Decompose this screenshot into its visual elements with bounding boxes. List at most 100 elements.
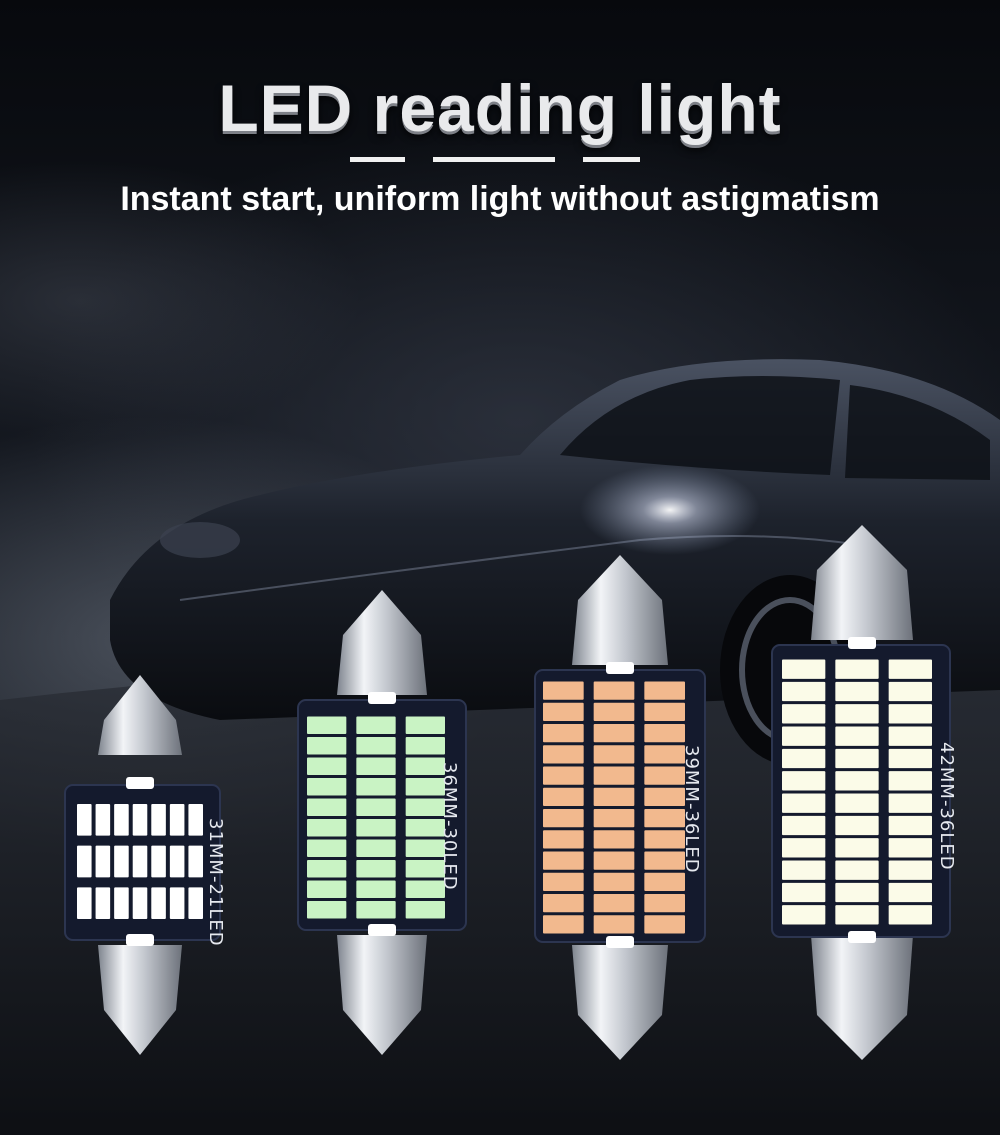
led-chip	[835, 704, 879, 724]
led-chip	[888, 704, 932, 724]
led-chip	[782, 815, 826, 836]
led-chip	[356, 798, 396, 816]
led-chip	[356, 737, 396, 755]
title-dash-left	[350, 157, 405, 162]
led-chip	[356, 839, 396, 857]
bulb-top-tab-39mm-36led	[606, 662, 634, 674]
led-chip	[356, 901, 396, 919]
led-chip	[782, 771, 826, 791]
led-chip	[593, 681, 635, 700]
led-chip	[835, 681, 879, 702]
led-chip	[593, 724, 635, 743]
led-chip	[543, 745, 584, 764]
bulb-label-36mm: 36MM-30LED	[439, 762, 460, 891]
led-chip	[543, 894, 584, 913]
led-chip	[835, 748, 879, 769]
led-chip	[835, 860, 879, 880]
headline-title: LED reading light	[218, 71, 782, 145]
led-chip	[593, 851, 635, 870]
bulb-bottom-tab-31mm-21led	[126, 934, 154, 946]
led-chip	[644, 702, 685, 721]
led-chip	[307, 798, 347, 816]
bulb-top-cap-42mm-36led	[811, 525, 913, 640]
led-chip	[405, 880, 445, 898]
led-chip	[132, 887, 148, 919]
led-chip	[835, 815, 879, 836]
led-chip	[644, 766, 685, 785]
led-chip	[888, 748, 932, 769]
led-chip	[543, 724, 584, 743]
led-chip	[188, 804, 203, 836]
led-chip	[405, 860, 445, 878]
led-chip	[356, 716, 396, 734]
led-chip	[356, 860, 396, 878]
led-chip	[782, 860, 826, 880]
led-chip	[644, 681, 685, 700]
led-chip	[77, 845, 92, 878]
led-chip	[782, 726, 826, 746]
led-chip	[888, 882, 932, 903]
led-chip	[188, 887, 203, 919]
led-chip	[782, 748, 826, 769]
led-chip	[835, 726, 879, 746]
led-chip	[169, 887, 185, 919]
led-chip	[644, 809, 685, 828]
bulb-bottom-tab-39mm-36led	[606, 936, 634, 948]
led-chip	[782, 838, 826, 858]
led-chip	[543, 787, 584, 806]
bulb-bottom-cap-39mm-36led	[572, 945, 668, 1060]
led-chip	[543, 702, 584, 721]
bulb-top-cap-39mm-36led	[572, 555, 668, 665]
led-chip	[835, 659, 879, 679]
led-chip	[593, 745, 635, 764]
led-chip	[405, 798, 445, 816]
led-chip	[593, 787, 635, 806]
led-chip	[888, 726, 932, 746]
led-chip	[405, 737, 445, 755]
led-chip	[405, 757, 445, 775]
led-chip	[888, 659, 932, 679]
led-chip	[356, 778, 396, 796]
led-chip	[405, 819, 445, 837]
led-chip	[307, 860, 347, 878]
led-chip	[644, 872, 685, 891]
led-chip	[543, 872, 584, 891]
led-chip	[307, 778, 347, 796]
led-chip	[151, 887, 166, 919]
led-chip	[307, 880, 347, 898]
bulb-top-tab-36mm-30led	[368, 692, 396, 704]
led-chip	[114, 804, 129, 836]
led-chip	[644, 851, 685, 870]
led-chip	[405, 716, 445, 734]
led-chip	[405, 778, 445, 796]
led-chip	[782, 659, 826, 679]
led-chip	[132, 804, 148, 836]
headline-subtitle: Instant start, uniform light without ast…	[120, 180, 880, 218]
bulb-label-39mm: 39MM-36LED	[681, 745, 702, 874]
led-chip	[543, 915, 584, 934]
bulb-top-cap-31mm-21led	[98, 675, 182, 755]
bulb-top-tab-31mm-21led	[126, 777, 154, 789]
led-chip	[543, 830, 584, 849]
led-chip	[593, 766, 635, 785]
led-chip	[169, 845, 185, 878]
bulb-top-cap-36mm-30led	[337, 590, 427, 695]
bulb-bottom-tab-36mm-30led	[368, 924, 396, 936]
led-chip	[593, 830, 635, 849]
led-chip	[77, 804, 92, 836]
led-chip	[151, 845, 166, 878]
led-chip	[307, 737, 347, 755]
led-chip	[835, 771, 879, 791]
led-chip	[169, 804, 185, 836]
led-chip	[644, 830, 685, 849]
led-chip	[888, 793, 932, 813]
title-dash-center	[433, 157, 555, 162]
led-chip	[307, 819, 347, 837]
led-chip	[543, 766, 584, 785]
led-chip	[782, 882, 826, 903]
led-chip	[835, 882, 879, 903]
led-chip	[593, 872, 635, 891]
led-chip	[593, 894, 635, 913]
